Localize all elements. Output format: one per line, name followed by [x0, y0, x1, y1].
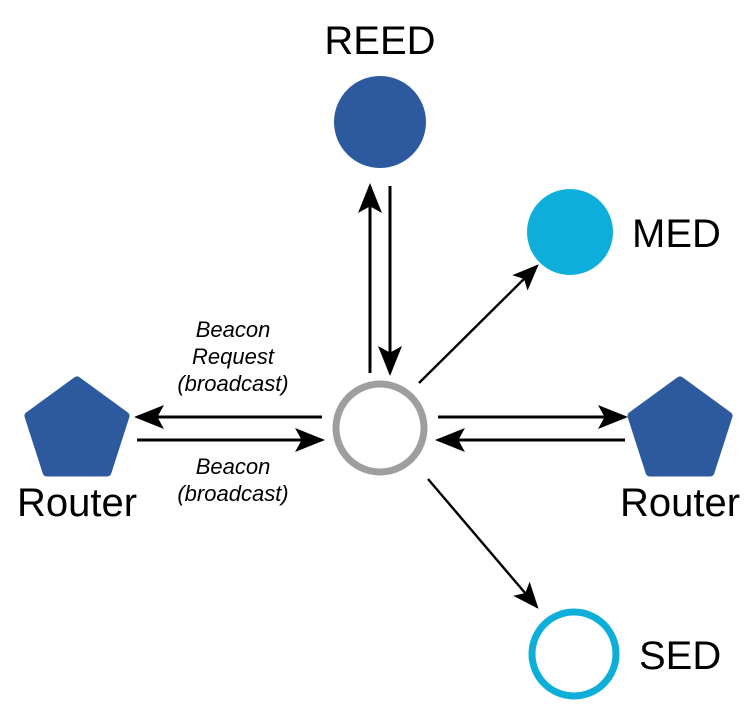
reed-label: REED	[324, 19, 435, 63]
beacon-request-label-line2: Request	[192, 344, 275, 369]
router-right-pentagon-icon[interactable]	[627, 376, 733, 477]
med-label: MED	[632, 212, 721, 256]
arrow-to-sed	[427, 478, 539, 609]
node-router-right[interactable]: Router	[620, 376, 740, 525]
arrow-to-med	[418, 264, 539, 384]
node-center[interactable]	[332, 380, 428, 476]
center-circle-icon[interactable]	[332, 380, 428, 476]
router-left-pentagon-icon[interactable]	[24, 376, 130, 477]
node-sed[interactable]: SED	[528, 608, 721, 700]
beacon-label-line1: Beacon	[196, 454, 271, 479]
sed-circle-icon[interactable]	[528, 608, 620, 700]
node-med[interactable]: MED	[527, 189, 721, 275]
node-router-left[interactable]: Router	[17, 376, 137, 525]
med-circle-icon[interactable]	[527, 189, 613, 275]
beacon-label-line2: (broadcast)	[177, 481, 288, 506]
sed-label: SED	[639, 634, 721, 678]
reed-circle-icon[interactable]	[334, 76, 426, 168]
beacon-request-label-line1: Beacon	[196, 317, 271, 342]
beacon-request-label-line3: (broadcast)	[177, 371, 288, 396]
edge-center-to-sed	[427, 478, 539, 609]
router-right-label: Router	[620, 481, 740, 525]
router-left-label: Router	[17, 481, 137, 525]
node-reed[interactable]: REED	[324, 19, 436, 168]
edge-center-to-med	[418, 264, 539, 384]
